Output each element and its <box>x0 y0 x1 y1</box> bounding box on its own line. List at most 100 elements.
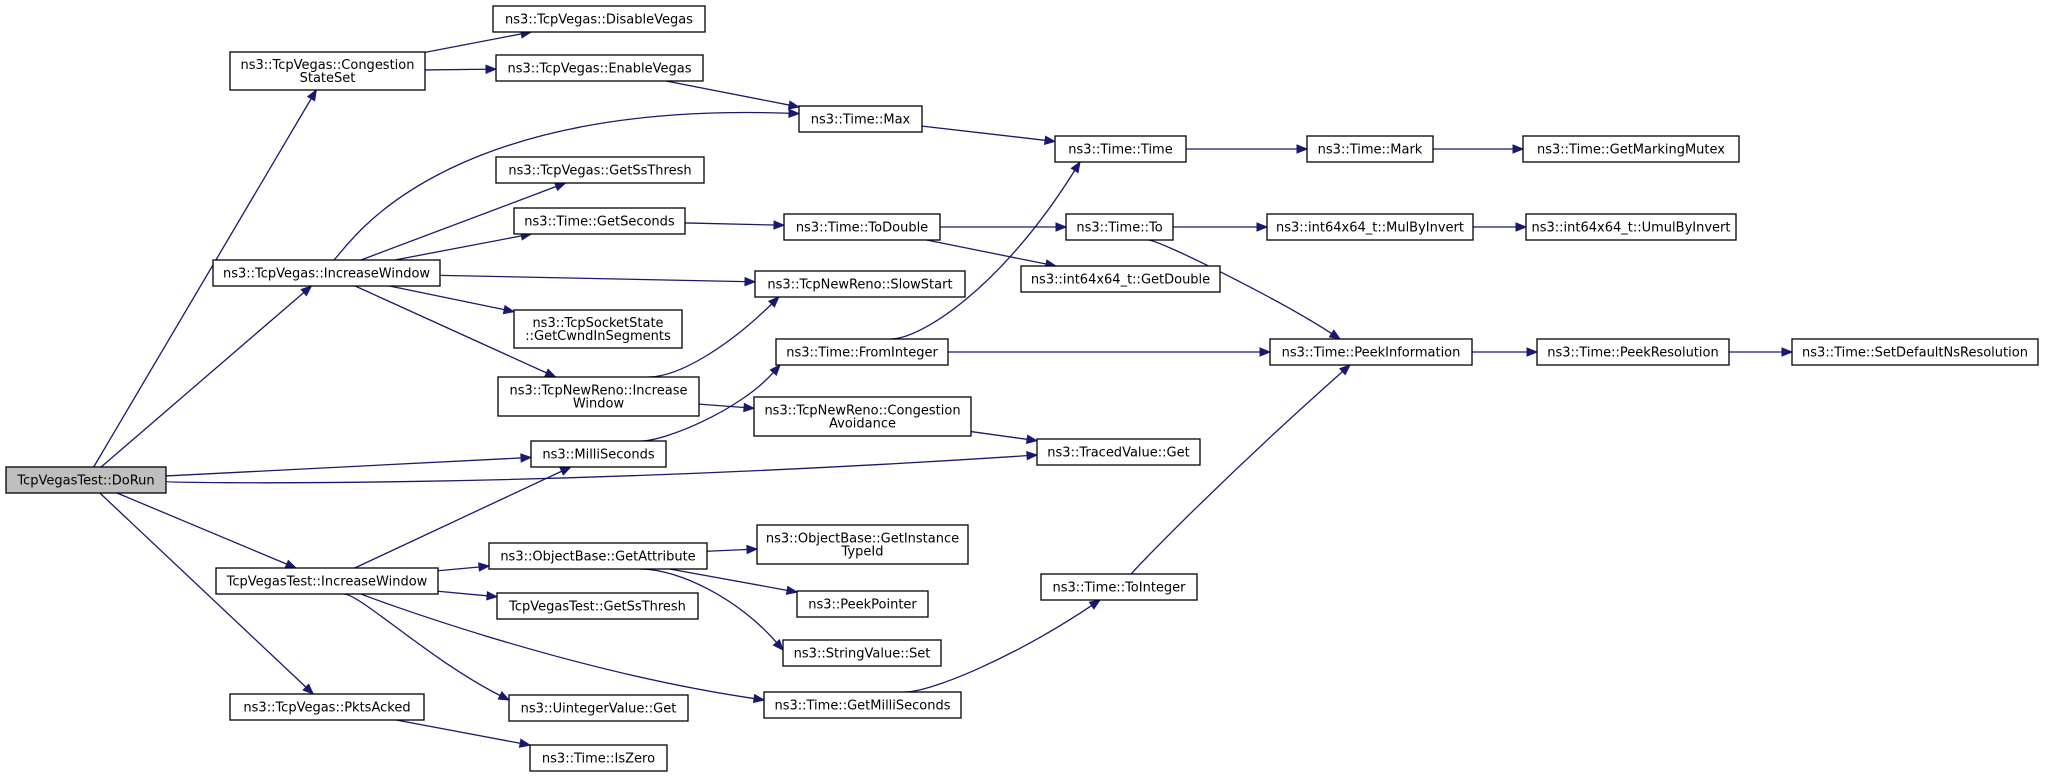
node-peek-resolution[interactable]: ns3::Time::PeekResolution <box>1536 338 1730 366</box>
edge-line <box>706 548 748 552</box>
edge-time_to-to-peek_info <box>1147 239 1342 340</box>
call-nodes: TcpVegasTest::DoRun ns3::TcpVegas::Conges… <box>5 5 2039 772</box>
node-label: ns3::Time::GetMilliSeconds <box>774 699 950 714</box>
node-uint-get[interactable]: ns3::UintegerValue::Get <box>508 694 689 722</box>
edge-line <box>437 566 480 572</box>
edge-pkts_acked-to-is_zero <box>396 719 532 748</box>
node-newreno-incr[interactable]: ns3::TcpNewReno::IncreaseWindow <box>497 376 700 417</box>
node-box <box>529 744 668 772</box>
node-test-incr[interactable]: TcpVegasTest::IncreaseWindow <box>215 567 439 595</box>
node-test-ssthresh[interactable]: TcpVegasTest::GetSsThresh <box>496 592 699 620</box>
node-umul-by-invert[interactable]: ns3::int64x64_t::UmulByInvert <box>1525 213 1737 241</box>
node-peek-info[interactable]: ns3::Time::PeekInformation <box>1269 338 1473 366</box>
node-is-zero[interactable]: ns3::Time::IsZero <box>529 744 668 772</box>
node-get-ssthresh-v[interactable]: ns3::TcpVegas::GetSsThresh <box>495 156 705 184</box>
node-box <box>1040 573 1198 601</box>
node-marking-mutex[interactable]: ns3::Time::GetMarkingMutex <box>1522 135 1740 163</box>
node-slow-start[interactable]: ns3::TcpNewReno::SlowStart <box>754 270 966 298</box>
node-time-time[interactable]: ns3::Time::Time <box>1054 135 1187 163</box>
edge-line <box>639 568 777 643</box>
arrowhead-icon <box>520 453 533 463</box>
arrowhead-icon <box>1055 222 1068 232</box>
node-label: ns3::TcpVegas::IncreaseWindow <box>223 267 430 282</box>
node-box <box>495 156 705 184</box>
arrowhead-icon <box>1781 347 1794 357</box>
node-label: ns3::ObjectBase::GetAttribute <box>500 550 695 565</box>
arrowhead-icon <box>752 693 766 704</box>
node-vegas-incr[interactable]: ns3::TcpVegas::IncreaseWindow <box>212 259 441 287</box>
node-to-double[interactable]: ns3::Time::ToDouble <box>783 213 941 241</box>
arrowhead-icon <box>300 285 313 297</box>
node-time-to[interactable]: ns3::Time::To <box>1065 213 1174 241</box>
edge-get_attribute-to-string_set <box>639 568 784 652</box>
arrowhead-icon <box>1328 329 1342 340</box>
arrowhead-icon <box>1338 364 1352 376</box>
node-label: ns3::TcpNewReno::SlowStart <box>767 278 952 293</box>
node-box <box>488 542 708 570</box>
node-traced-get[interactable]: ns3::TracedValue::Get <box>1036 438 1201 466</box>
node-get-millis[interactable]: ns3::Time::GetMilliSeconds <box>763 691 962 719</box>
node-to-integer[interactable]: ns3::Time::ToInteger <box>1040 573 1198 601</box>
node-pkts-acked[interactable]: ns3::TcpVegas::PktsAcked <box>229 693 425 721</box>
node-milliseconds[interactable]: ns3::MilliSeconds <box>530 440 667 468</box>
node-label: ns3::TcpVegas::Congestion <box>240 58 414 73</box>
node-label: ns3::TcpNewReno::Congestion <box>764 404 960 419</box>
node-time-mark[interactable]: ns3::Time::Mark <box>1306 135 1434 163</box>
node-box <box>492 5 706 33</box>
edge-line <box>99 492 307 688</box>
node-string-set[interactable]: ns3::StringValue::Set <box>782 639 942 667</box>
node-box <box>798 105 923 133</box>
edge-line <box>424 33 522 53</box>
node-box <box>1036 438 1201 466</box>
node-box <box>215 567 439 595</box>
node-label: TcpVegasTest::GetSsThresh <box>508 600 686 615</box>
node-box <box>796 590 929 618</box>
node-label: ns3::StringValue::Set <box>794 647 931 662</box>
edge-line <box>354 470 562 569</box>
node-label: ns3::Time::Time <box>1068 143 1172 158</box>
arrowhead-icon <box>773 220 786 230</box>
node-label: ns3::TcpSocketState <box>532 316 663 331</box>
edge-line <box>926 239 1047 265</box>
node-box <box>495 54 704 82</box>
node-label: ns3::Time::GetMarkingMutex <box>1537 143 1725 158</box>
arrowhead-icon <box>485 64 498 74</box>
edge-line <box>437 590 488 597</box>
arrowhead-icon <box>1296 144 1309 154</box>
node-mul-by-invert[interactable]: ns3::int64x64_t::MulByInvert <box>1266 213 1474 241</box>
edge-test_incr-to-get_millis <box>360 593 766 704</box>
node-box <box>753 396 972 437</box>
node-get-cwnd[interactable]: ns3::TcpSocketState::GetCwndInSegments <box>513 309 683 349</box>
edge-line <box>116 492 288 565</box>
node-peek-pointer[interactable]: ns3::PeekPointer <box>796 590 929 618</box>
node-set-default-ns[interactable]: ns3::Time::SetDefaultNsResolution <box>1791 338 2039 366</box>
edge-peek_resolution-to-set_default_ns <box>1728 347 1794 357</box>
node-box <box>496 592 699 620</box>
edge-get_attribute-to-instance_type <box>706 544 759 555</box>
arrowhead-icon <box>1515 222 1528 232</box>
node-root[interactable]: TcpVegasTest::DoRun <box>5 466 167 494</box>
arrowhead-icon <box>1026 450 1039 461</box>
node-time-max[interactable]: ns3::Time::Max <box>798 105 923 133</box>
node-box <box>1269 338 1473 366</box>
node-get-seconds[interactable]: ns3::Time::GetSeconds <box>513 207 686 235</box>
node-get-double[interactable]: ns3::int64x64_t::GetDouble <box>1020 265 1221 293</box>
edge-time_time-to-time_mark <box>1185 144 1309 154</box>
arrowhead-icon <box>772 639 784 652</box>
edge-line <box>394 235 522 261</box>
node-label: ns3::Time::ToDouble <box>796 221 928 236</box>
node-enable-vegas[interactable]: ns3::TcpVegas::EnableVegas <box>495 54 704 82</box>
node-label: ::GetCwndInSegments <box>525 329 671 344</box>
node-from-integer[interactable]: ns3::Time::FromInteger <box>775 338 949 366</box>
node-get-attribute[interactable]: ns3::ObjectBase::GetAttribute <box>488 542 708 570</box>
node-label: ns3::PeekPointer <box>808 598 917 613</box>
edge-root-to-pkts_acked <box>99 492 315 695</box>
node-disable-vegas[interactable]: ns3::TcpVegas::DisableVegas <box>492 5 706 33</box>
node-label: StateSet <box>300 71 356 86</box>
edge-cong_set-to-disable_vegas <box>424 29 533 53</box>
edge-get_millis-to-to_integer <box>905 599 1102 693</box>
